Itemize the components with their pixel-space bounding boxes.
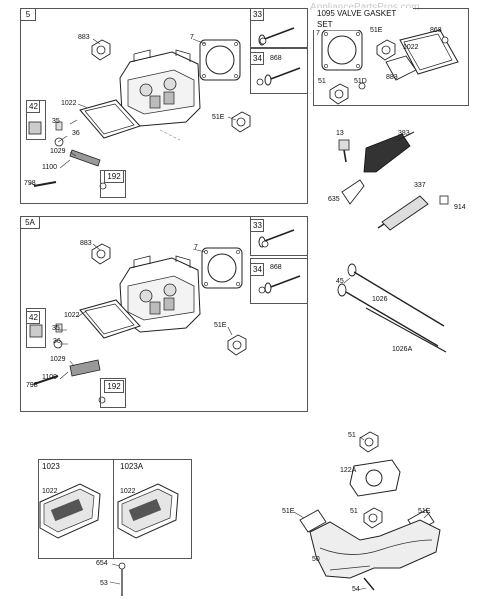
- part-label-1029: 1029: [50, 148, 66, 155]
- part-label-13: 13: [336, 130, 344, 137]
- part-label-51-lower: 51: [350, 508, 358, 515]
- part-label-50: 50: [312, 556, 320, 563]
- part-label-53: 53: [100, 580, 108, 587]
- set-label-883: 883: [386, 74, 398, 81]
- set-label-868: 868: [430, 27, 442, 34]
- part-label-36-5a: 36: [53, 338, 61, 345]
- part-label-51e: 51E: [212, 114, 225, 121]
- subbox-192-bottom: [100, 378, 126, 408]
- set-label-7: 7: [316, 30, 320, 37]
- part-label-36: 36: [72, 130, 80, 137]
- part-label-1029-5a: 1029: [50, 356, 66, 363]
- part-label-654: 654: [96, 560, 108, 567]
- tag-192-top: 192: [104, 170, 124, 183]
- subbox-34-top: [250, 48, 308, 94]
- part-label-1100-5a: 1100: [42, 374, 58, 381]
- tag-42-bottom: 42: [26, 311, 40, 324]
- tag-42-top: 42: [26, 100, 40, 113]
- set-label-1022: 1022: [403, 44, 419, 51]
- set-label-51e: 51E: [370, 27, 383, 34]
- part-label-883: 883: [78, 34, 90, 41]
- set-label-51d: 51D: [354, 78, 367, 85]
- panel-5-label: 5: [20, 8, 36, 21]
- part-label-868-5a: 868: [270, 264, 282, 271]
- part-label-1022-5a: 1022: [64, 312, 80, 319]
- part-label-51e-left: 51E: [282, 508, 295, 515]
- subbox-33-top: [250, 8, 308, 48]
- panel-5a-label: 5A: [20, 216, 40, 229]
- part-label-914: 914: [454, 204, 466, 211]
- part-label-51e-right: 51E: [418, 508, 431, 515]
- subbox-34-bottom: [250, 258, 308, 304]
- part-label-54: 54: [352, 586, 360, 593]
- part-label-1026: 1026: [372, 296, 388, 303]
- part-label-7: 7: [190, 34, 194, 41]
- valve-gasket-set-label: 1095 VALVE GASKET SET: [313, 8, 413, 30]
- panel-5a: [20, 216, 308, 412]
- set-label-51: 51: [318, 78, 326, 85]
- part-label-383: 383: [398, 130, 410, 137]
- panel-5: [20, 8, 308, 204]
- part-label-1026a: 1026A: [392, 346, 413, 353]
- part-label-798-5a: 798: [26, 382, 38, 389]
- panel-1023a-label: 1023A: [118, 461, 148, 472]
- part-label-122a: 122A: [340, 467, 357, 474]
- tag-33-top: 33: [250, 8, 264, 21]
- tag-33-bottom: 33: [250, 219, 264, 232]
- watermark: AppliancePartsPros.com: [310, 2, 420, 13]
- part-label-868: 868: [270, 55, 282, 62]
- subbox-42-bottom: [26, 308, 46, 348]
- cover-label-1022-right: 1022: [120, 488, 136, 495]
- part-label-51-upper: 51: [348, 432, 356, 439]
- tag-34-bottom: 34: [250, 263, 264, 276]
- part-label-7-5a: 7: [194, 244, 198, 251]
- part-label-337: 337: [414, 182, 426, 189]
- part-label-35: 35: [52, 118, 60, 125]
- panel-1023: [38, 459, 114, 559]
- part-label-1022: 1022: [61, 100, 77, 107]
- cover-label-1022-left: 1022: [42, 488, 58, 495]
- panel-1023-label: 1023: [40, 461, 64, 472]
- tag-34-top: 34: [250, 52, 264, 65]
- part-label-45: 45: [336, 278, 344, 285]
- subbox-33-bottom: [250, 216, 308, 256]
- part-label-1100: 1100: [42, 164, 58, 171]
- tag-192-bottom: 192: [104, 380, 124, 393]
- part-label-798: 798: [24, 180, 36, 187]
- part-label-35-5a: 35: [52, 325, 60, 332]
- part-label-51e-5a: 51E: [214, 322, 227, 329]
- part-label-635: 635: [328, 196, 340, 203]
- part-label-883-5a: 883: [80, 240, 92, 247]
